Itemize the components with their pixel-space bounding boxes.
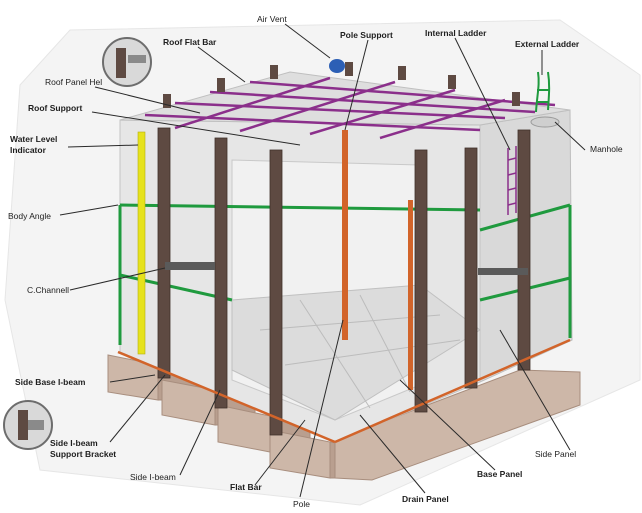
roof-supports bbox=[163, 62, 520, 108]
label-side-ibeam-support-bracket-1: Side I-beam bbox=[50, 438, 98, 448]
label-roof-flat-bar: Roof Flat Bar bbox=[163, 37, 217, 47]
label-pole: Pole bbox=[293, 499, 310, 509]
internal-ladder bbox=[507, 146, 517, 215]
label-roof-support: Roof Support bbox=[28, 103, 82, 113]
label-pole-support: Pole Support bbox=[340, 30, 393, 40]
label-air-vent: Air Vent bbox=[257, 14, 287, 24]
c-channel-right bbox=[478, 268, 528, 275]
label-manhole: Manhole bbox=[590, 144, 623, 154]
pole bbox=[342, 130, 348, 340]
detail-zoom-bracket bbox=[3, 400, 53, 450]
label-side-ibeam: Side I-beam bbox=[130, 472, 176, 482]
leader-lines bbox=[59, 23, 586, 498]
label-c-channel: C.Channell bbox=[27, 285, 69, 295]
flat-bars bbox=[117, 338, 571, 444]
label-side-panel: Side Panel bbox=[535, 449, 576, 459]
label-internal-ladder: Internal Ladder bbox=[425, 28, 487, 38]
label-drain-panel: Drain Panel bbox=[402, 494, 449, 504]
manhole-icon bbox=[530, 116, 560, 128]
external-ladder-icon bbox=[535, 71, 551, 113]
label-water-level-indicator-2: Indicator bbox=[10, 145, 47, 155]
water-level-indicator bbox=[137, 131, 146, 355]
label-water-level-indicator-1: Water Level bbox=[10, 134, 57, 144]
label-base-panel: Base Panel bbox=[477, 469, 522, 479]
label-body-angle: Body Angle bbox=[8, 211, 51, 221]
side-ibeams bbox=[157, 127, 531, 436]
detail-zoom-icon bbox=[102, 37, 152, 87]
label-external-ladder: External Ladder bbox=[515, 39, 580, 49]
label-flat-bar: Flat Bar bbox=[230, 482, 262, 492]
air-vent-icon bbox=[329, 59, 345, 73]
c-channel bbox=[165, 262, 215, 270]
pole-2 bbox=[408, 200, 413, 390]
labels: Air Vent Roof Flat Bar Pole Support Inte… bbox=[8, 14, 623, 509]
label-side-base-ibeam: Side Base I-beam bbox=[15, 377, 86, 387]
label-side-ibeam-support-bracket-2: Support Bracket bbox=[50, 449, 116, 459]
label-roof-panel: Roof Panel Hel bbox=[45, 77, 102, 87]
roof-flat-bars bbox=[144, 76, 556, 140]
